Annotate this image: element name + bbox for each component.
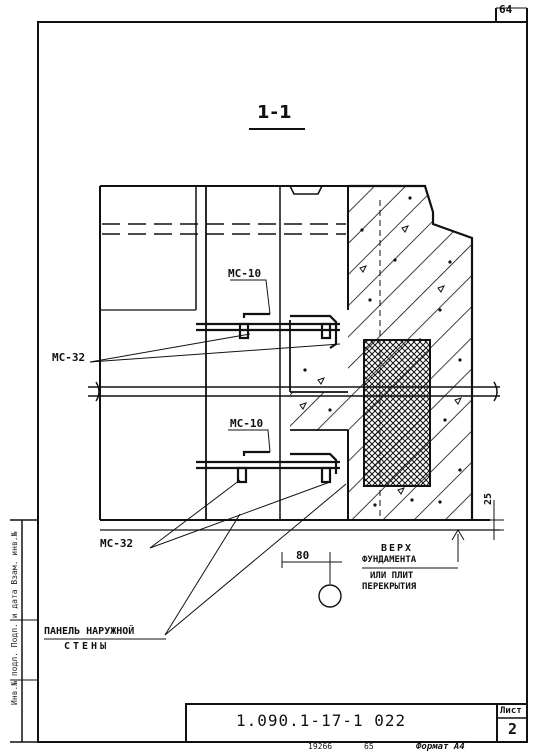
side-stamp: Инв.№ подл. Подп. и дата Взам. инв.№: [10, 531, 19, 705]
document-code: 1.090.1-17-1 022: [236, 711, 407, 730]
footer-inventory: 19266: [308, 742, 333, 751]
label-mc10-lower: МС-10: [230, 417, 264, 430]
top-foundation-line2: ФУНДАМЕНТА: [362, 555, 417, 565]
top-foundation-line4: ПЕРЕКРЫТИЯ: [362, 582, 417, 592]
dimension-80: 80: [296, 549, 310, 562]
label-mc32-lower: МС-32: [100, 537, 134, 550]
footer-number: 65: [364, 742, 374, 751]
sheet-number: 64: [499, 3, 513, 16]
top-foundation-line1: ВЕРХ: [381, 543, 414, 554]
top-foundation-line3: ИЛИ ПЛИТ: [370, 571, 414, 581]
sheet-value: 2: [508, 720, 518, 738]
footer-format: Формат А4: [416, 742, 465, 752]
label-mc32-upper: МС-32: [52, 351, 86, 364]
dimension-25: 25: [483, 492, 494, 505]
panel-label-line1: ПАНЕЛЬ НАРУЖНОЙ: [44, 626, 135, 637]
sheet-label: Лист: [500, 706, 522, 716]
panel-label-line2: СТЕНЫ: [64, 641, 110, 652]
section-title: 1-1: [257, 102, 293, 123]
label-mc10-upper: МС-10: [228, 267, 262, 280]
section-title-underline: [249, 128, 305, 130]
